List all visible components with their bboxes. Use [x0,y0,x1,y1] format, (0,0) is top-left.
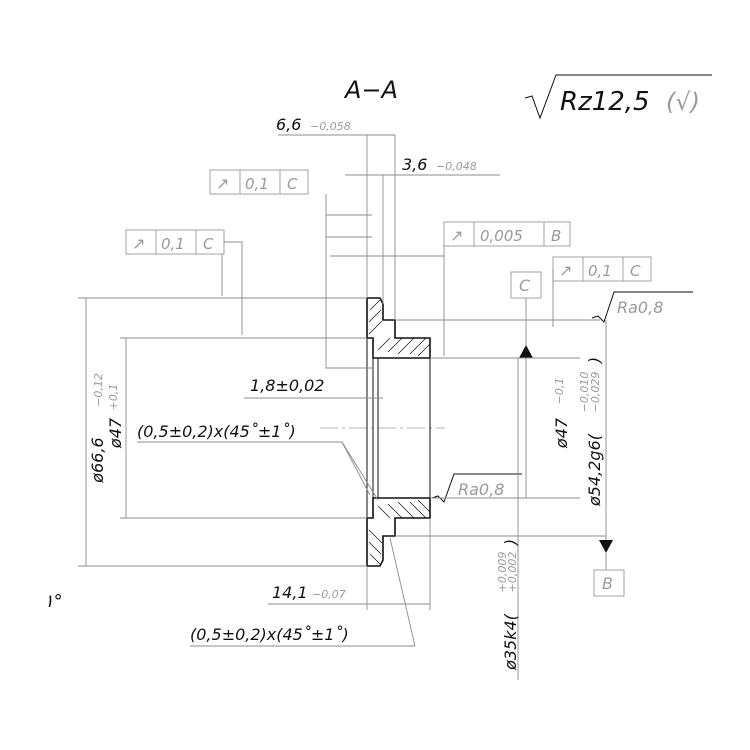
dim-dia-35-close: ) [501,539,520,546]
roughness-mid-value: Ra0,8 [458,480,504,499]
datum-b-label: B [602,574,613,593]
chamfer-bottom-callout: (0,5±0,2)x(45˚±1˚) [190,537,416,647]
side-mark: ۱° [44,591,63,612]
runout-frame-c-right-datum: C [630,262,641,280]
hatch-top [368,299,431,357]
runout-frame-b-value: 0,005 [480,227,523,245]
dim-dia-66-6: ø66,6 −0,12 [78,297,367,567]
runout-frame-c-left: ↗ 0,1 C [125,229,243,335]
runout-frame-c-right-symbol: ↗ [559,261,572,280]
dim-dia-54-2-tol-lower: −0,029 [589,372,602,413]
general-roughness-symbol: Rz12,5 (√) [524,74,712,120]
dim-dia-54-2: ø54,2g6( −0,010 −0,029 ) [578,320,607,536]
datum-c-label: C [519,276,531,295]
runout-frame-b-symbol: ↗ [450,226,463,245]
runout-frame-c-upper: ↗ 0,1 C [209,169,372,369]
dim-1-8-value: 1,8±0,02 [250,376,324,395]
dim-dia-47-right: ø47 −0,1 [430,357,580,499]
part-section [366,297,431,567]
general-roughness-value: Rz12,5 [560,87,650,117]
chamfer-top-value: (0,5±0,2)x(45˚±1˚) [137,422,296,441]
dim-dia-35-tol-upper: +0,009 [496,552,509,593]
roughness-top-value: Ra0,8 [617,298,663,317]
dim-dia-47-left: ø47 +0,1 [106,337,367,519]
dim-dia-54-2-close: ) [585,357,604,364]
dim-3-6: 3,6 −0,048 [345,155,500,304]
dim-dia-35-tol-lower: +0,002 [506,552,519,593]
section-label: A−A [343,76,398,104]
dim-dia-47-right-tol: −0,1 [553,378,566,405]
dim-dia-54-2-value: ø54,2g6( [585,433,604,507]
dim-dia-35: ø35k4( +0,009 +0,002 ) [496,358,520,680]
runout-frame-c-left-value: 0,1 [161,235,185,253]
dim-14-1: 14,1 −0,07 [268,518,431,610]
runout-frame-c-left-symbol: ↗ [132,234,145,253]
general-roughness-paren: (√) [666,88,700,116]
dim-dia-47-left-tol: +0,1 [107,384,120,411]
dim-14-1-value: 14,1 [272,583,308,602]
dim-dia-47-left-value: ø47 [106,417,125,449]
dim-14-1-tol: −0,07 [312,588,346,601]
roughness-mid: Ra0,8 [431,473,522,503]
chamfer-top-callout: (0,5±0,2)x(45˚±1˚) [137,422,379,501]
runout-frame-b-datum: B [551,227,561,245]
dim-dia-66-6-value: ø66,6 [88,437,107,483]
chamfer-bottom-value: (0,5±0,2)x(45˚±1˚) [190,625,349,644]
runout-frame-c-upper-datum: C [287,175,298,193]
dim-6-6-tol: −0,058 [310,120,351,133]
datum-c: C [510,271,542,358]
dim-3-6-tol: −0,048 [436,160,477,173]
dim-dia-35-value: ø35k4( [501,613,520,671]
roughness-top: Ra0,8 [395,291,693,323]
runout-frame-c-right-value: 0,1 [588,262,612,280]
runout-frame-c-right: ↗ 0,1 C [552,256,652,327]
dim-3-6-value: 3,6 [402,155,427,174]
dim-6-6-value: 6,6 [276,115,301,134]
runout-frame-c-upper-value: 0,1 [245,175,269,193]
dim-1-8: 1,8±0,02 [244,376,383,399]
dim-dia-66-6-tol: −0,12 [92,373,105,407]
hatch-bottom [368,499,431,565]
dim-dia-54-2-tol-upper: −0,010 [578,372,591,413]
runout-frame-b: ↗ 0,005 B [330,221,571,356]
dim-6-6: 6,6 −0,058 [276,115,396,320]
runout-frame-c-upper-symbol: ↗ [216,174,229,193]
runout-frame-c-left-datum: C [203,235,214,253]
dim-dia-47-right-value: ø47 [552,417,571,449]
